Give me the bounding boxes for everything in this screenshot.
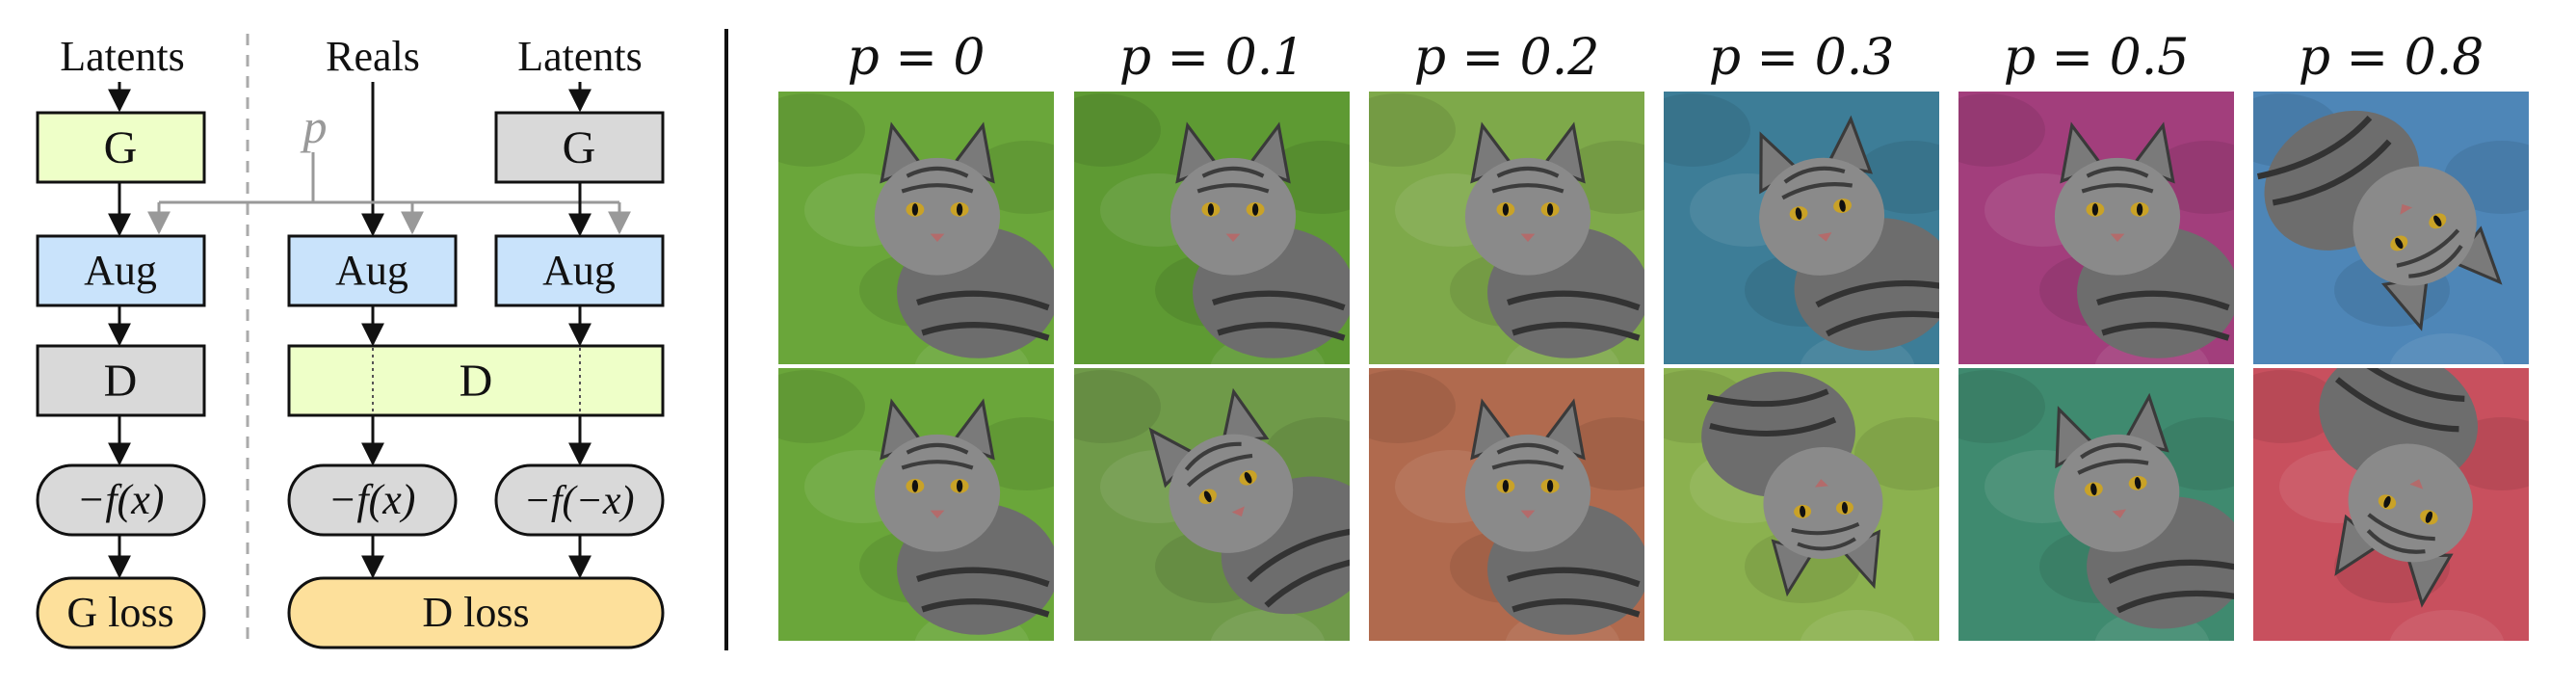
- column-title-0: p = 0: [848, 29, 986, 87]
- panel-r1-c1: [1074, 368, 1350, 641]
- cat-figure: [1170, 121, 1350, 358]
- panel-texture: [2389, 610, 2505, 641]
- panel-r1-c4: [1958, 368, 2234, 641]
- generator-label-left: G: [104, 122, 138, 173]
- discriminator-box-left: [36, 344, 206, 417]
- column-title-1: p = 0.1: [1119, 29, 1305, 87]
- generator-box-right: [494, 111, 665, 184]
- cat-figure: [1701, 371, 1883, 597]
- panel-r1-c3: [1664, 368, 1939, 641]
- g-loss-box: [36, 576, 206, 649]
- panel-r0-c5: [2253, 92, 2529, 364]
- augment-label-fake: Aug: [542, 247, 616, 294]
- panel-r0-c1: [1074, 92, 1350, 364]
- cat-figure: [874, 121, 1054, 358]
- panel-texture: [1664, 93, 1750, 167]
- p-symbol: p: [301, 99, 328, 153]
- cat-figure: [1148, 387, 1350, 615]
- panel-r0-c3: [1664, 92, 1939, 364]
- latents-left-label: Latents: [60, 33, 185, 80]
- panel-texture: [1958, 370, 2045, 443]
- discriminator-label-right: D: [460, 356, 493, 407]
- panel-texture: [778, 93, 865, 167]
- column-title-3: p = 0.3: [1709, 29, 1895, 87]
- discriminator-label-left: D: [104, 356, 138, 407]
- augment-label-reals: Aug: [335, 247, 408, 294]
- g-loss-label: G loss: [66, 589, 173, 636]
- panel-r1-c2: [1369, 368, 1644, 641]
- d-loss-box: [287, 576, 665, 649]
- augment-label-left: Aug: [84, 247, 157, 294]
- cat-figure: [2054, 121, 2234, 358]
- panel-texture: [1800, 610, 1915, 641]
- reals-label: Reals: [326, 33, 420, 80]
- panel-r0-c2: [1369, 92, 1644, 364]
- panel-texture: [778, 370, 865, 443]
- f-label-reals: −f(x): [329, 476, 416, 523]
- generator-box-left: [36, 111, 206, 184]
- panel-r1-c0: [778, 368, 1054, 641]
- cat-figure: [2319, 368, 2478, 608]
- cat-figure: [1759, 115, 1939, 351]
- panel-texture: [1958, 93, 2045, 167]
- panel-texture: [2389, 333, 2505, 364]
- gallery-titles: p = 0 p = 0.1 p = 0.2 p = 0.3 p = 0.5 p = 0.8: [848, 29, 2484, 87]
- panel-texture: [1369, 93, 1456, 167]
- f-label-fake: −f(−x): [524, 479, 635, 523]
- gallery-panels: [778, 92, 2529, 641]
- cat-figure: [874, 398, 1054, 635]
- discriminator-box-right: [287, 344, 665, 417]
- cat-figure: [1464, 398, 1644, 635]
- column-title-4: p = 0.5: [2004, 29, 2190, 87]
- panel-texture: [2253, 370, 2340, 443]
- panel-texture: [1074, 93, 1161, 167]
- column-title-5: p = 0.8: [2299, 29, 2484, 87]
- cat-figure: [1464, 121, 1644, 358]
- generator-label-right: G: [563, 122, 596, 173]
- augment-box-fake: [494, 234, 665, 307]
- panel-r0-c0: [778, 92, 1054, 364]
- panel-texture: [1369, 370, 1456, 443]
- cat-figure: [2054, 392, 2234, 629]
- latents-right-label: Latents: [517, 33, 643, 80]
- panel-texture: [1074, 370, 1161, 443]
- f-label-left: −f(x): [77, 476, 165, 523]
- panel-r0-c4: [1958, 92, 2234, 364]
- panel-texture: [1210, 610, 1326, 641]
- d-loss-label: D loss: [422, 589, 529, 636]
- cat-figure: [2256, 110, 2503, 331]
- column-title-2: p = 0.2: [1414, 29, 1600, 87]
- panel-texture: [1854, 417, 1939, 490]
- panel-r1-c5: [2253, 368, 2529, 641]
